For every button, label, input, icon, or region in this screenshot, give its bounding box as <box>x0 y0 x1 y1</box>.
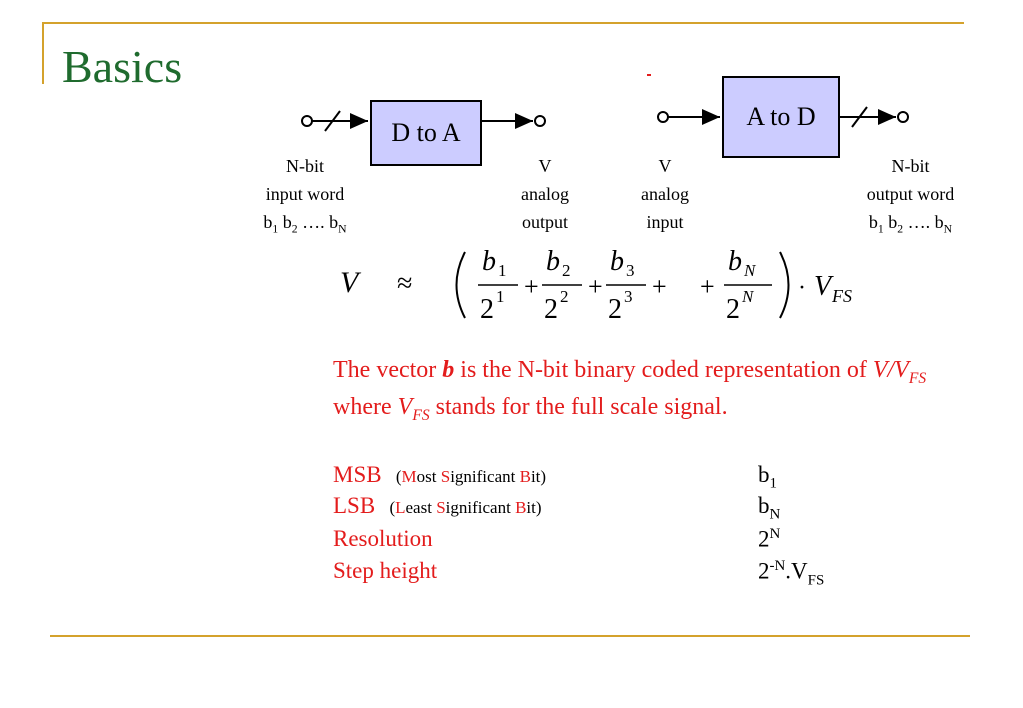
svg-text:3: 3 <box>626 261 635 280</box>
svg-text:b: b <box>610 246 624 277</box>
def-term: MSB <box>333 462 382 487</box>
adc-output-line1: N-bit <box>891 156 930 176</box>
fs-sub: FS <box>908 369 927 387</box>
adc-input-line3: input <box>646 212 684 232</box>
desc-text: stands for the full scale signal. <box>429 393 728 420</box>
def-term: Resolution <box>333 526 433 551</box>
dac-input-line2: input word <box>265 184 345 204</box>
top-rule <box>42 22 964 24</box>
adc-output-line2: output word <box>866 184 955 204</box>
slide-title: Basics <box>62 41 183 92</box>
def-term: LSB <box>333 493 376 518</box>
dac-output-label: V analog output <box>500 152 590 236</box>
svg-text:FS: FS <box>831 286 852 306</box>
def-value-msb: b1 <box>758 462 777 492</box>
dac-output-terminal <box>534 115 546 127</box>
bottom-rule <box>50 635 970 637</box>
adc-output-label: N-bit output word b1 b2 …. bN <box>848 152 973 244</box>
svg-text:2: 2 <box>480 294 494 325</box>
adc-box-label: A to D <box>746 102 816 131</box>
dac-input-line3: b1 b2 …. bN <box>263 212 347 236</box>
dac-output-line3: output <box>521 212 568 232</box>
svg-text:2: 2 <box>608 294 622 325</box>
def-detail: (Least Significant Bit) <box>380 498 542 517</box>
svg-text:2: 2 <box>562 261 571 280</box>
dac-output-line1: V <box>538 156 552 176</box>
adc-input-label: V analog input <box>620 152 710 236</box>
svg-text:N: N <box>741 287 755 306</box>
adc-output-line3: b1 b2 …. bN <box>868 212 953 236</box>
svg-text:+: + <box>700 272 715 301</box>
desc-text: is the N-bit binary coded representation… <box>454 357 873 383</box>
svg-text:2: 2 <box>544 294 558 325</box>
adc-box: A to D <box>722 76 840 158</box>
def-row-resolution: Resolution <box>333 526 433 552</box>
def-row-lsb: LSB (Least Significant Bit) <box>333 493 542 519</box>
def-value-lsb: bN <box>758 493 781 523</box>
adc-bus-slash <box>851 106 868 128</box>
dac-box: D to A <box>370 100 482 166</box>
dac-bus-slash <box>324 110 341 132</box>
adc-input-line2: analog <box>641 184 689 204</box>
dac-box-label: D to A <box>391 118 461 147</box>
svg-text:2: 2 <box>726 294 740 325</box>
svg-text:N: N <box>743 261 757 280</box>
dac-input-line1: N-bit <box>286 156 324 176</box>
dac-input-terminal <box>301 115 313 127</box>
fs-sub: FS <box>412 406 430 424</box>
svg-text:+: + <box>652 272 667 301</box>
desc-text: where <box>333 393 398 420</box>
adc-output-terminal <box>897 111 909 123</box>
def-row-step-height: Step height <box>333 558 437 584</box>
svg-text:b: b <box>546 246 560 277</box>
svg-text:V: V <box>340 266 362 299</box>
svg-text:+: + <box>588 272 603 301</box>
vector-b: b <box>442 357 455 383</box>
svg-text:b: b <box>728 246 742 277</box>
v-over-vfs: V/V <box>872 357 909 383</box>
def-term: Step height <box>333 558 438 583</box>
vfs-v: V <box>397 393 413 420</box>
left-rule <box>42 22 44 84</box>
description-line2: where VFS stands for the full scale sign… <box>333 393 926 430</box>
svg-text:2: 2 <box>560 287 569 306</box>
def-value-step-height: 2-N.VFS <box>758 558 825 589</box>
description-paragraph: The vector b is the N-bit binary coded r… <box>333 356 926 430</box>
svg-text:+: + <box>524 272 539 301</box>
dac-output-line2: analog <box>521 184 569 204</box>
description-line1: The vector b is the N-bit binary coded r… <box>333 356 926 393</box>
svg-text:1: 1 <box>496 287 505 306</box>
svg-text:3: 3 <box>624 287 633 306</box>
svg-text:V: V <box>814 271 834 302</box>
desc-text: The vector <box>333 357 443 383</box>
def-value-resolution: 2N <box>758 526 781 552</box>
svg-text:b: b <box>482 246 496 277</box>
def-row-msb: MSB (Most Significant Bit) <box>333 462 546 488</box>
def-detail: (Most Significant Bit) <box>387 467 547 486</box>
svg-text:·: · <box>798 275 806 301</box>
dac-input-label: N-bit input word b1 b2 …. bN <box>240 152 370 244</box>
adc-input-line1: V <box>658 156 672 176</box>
svg-text:1: 1 <box>498 261 507 280</box>
svg-text:≈: ≈ <box>397 268 412 299</box>
adc-input-terminal <box>657 111 669 123</box>
